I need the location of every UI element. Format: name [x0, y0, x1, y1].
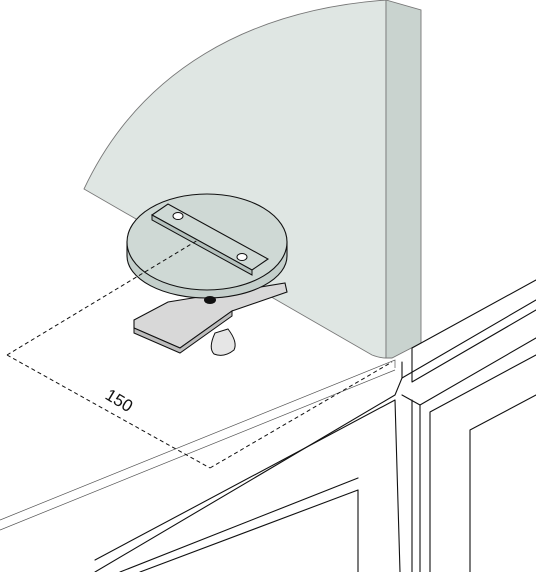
counter-top-left — [94, 361, 403, 572]
mounting-bar-side — [151, 214, 253, 276]
counter-shelf-inner — [411, 279, 536, 383]
right-cabinet-panel — [469, 394, 536, 572]
bar-hole-left — [172, 212, 184, 220]
cabinet-divider — [401, 394, 421, 572]
counter-shelf-edge — [401, 299, 536, 379]
right-cabinet-door — [419, 337, 536, 572]
release-lever — [210, 328, 236, 356]
dimension-line-left — [6, 239, 199, 356]
dimension-line-right — [209, 361, 393, 469]
glass-panel-edge — [385, 0, 422, 359]
mounting-bar — [150, 203, 270, 276]
cabinet — [0, 279, 536, 572]
screw-head — [204, 296, 216, 304]
base-plate-side — [133, 310, 233, 354]
left-cabinet-outer — [94, 399, 401, 572]
glass-panel-face — [83, 0, 387, 359]
bar-hole-right — [236, 253, 248, 261]
dimension-label: 150 — [102, 385, 136, 416]
glass-door-panel — [83, 0, 422, 359]
base-plate — [133, 282, 288, 356]
left-cabinet-inner — [119, 477, 359, 572]
dimension-line-base — [6, 354, 211, 469]
counter-front-edge — [0, 359, 396, 531]
